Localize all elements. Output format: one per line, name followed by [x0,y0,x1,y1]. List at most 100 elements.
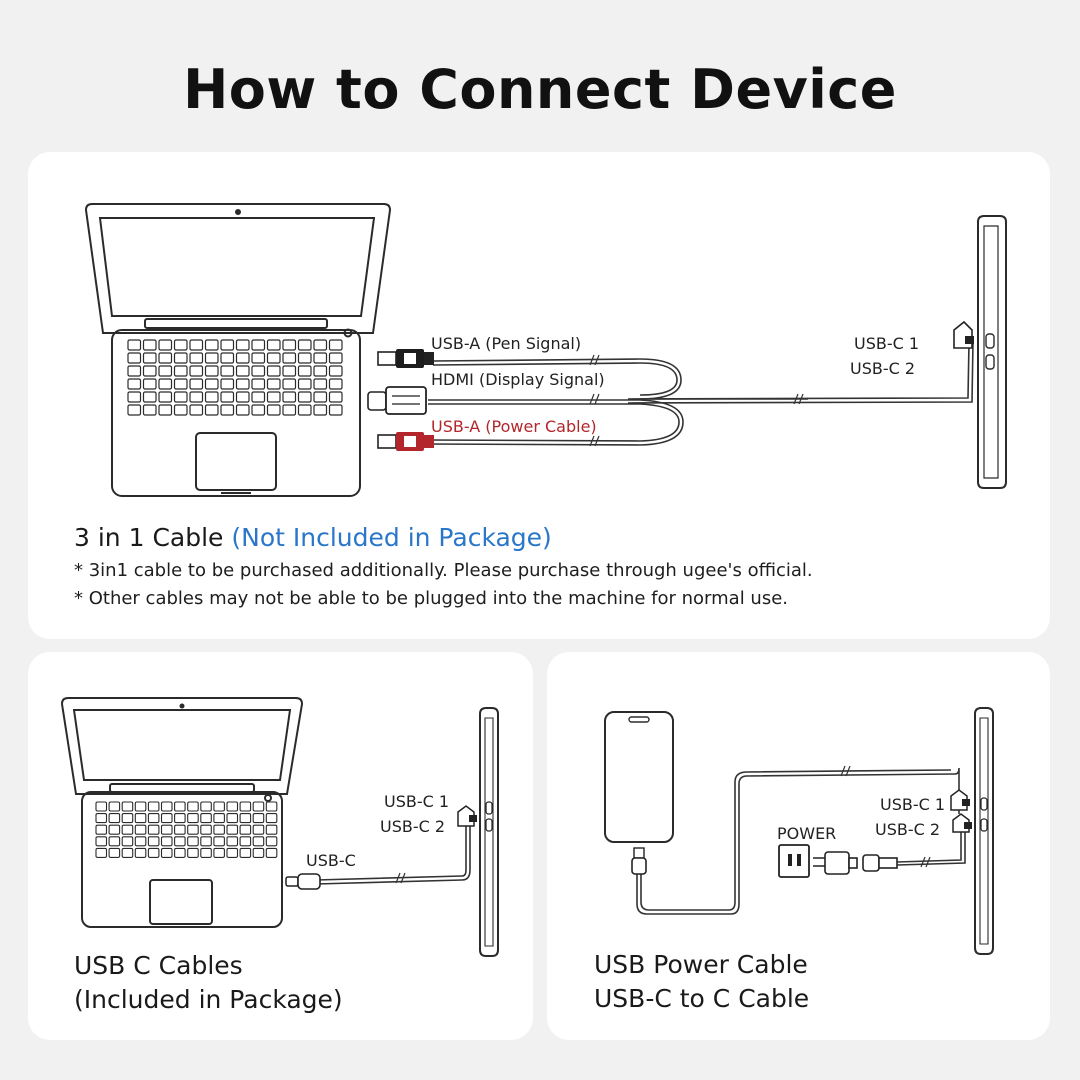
usb-c-caption-line-2: (Included in Package) [74,985,343,1014]
keyboard-key [226,813,239,824]
keyboard-key [121,801,134,812]
keyboard-key [160,813,173,824]
power-adapter-icon [813,851,898,875]
laptop-illustration-small [60,697,304,928]
keyboard-key [266,404,281,416]
keyboard-key [173,365,188,377]
keyboard-key [204,391,219,403]
usb-c-plugs-angled [950,789,972,833]
keyboard-key [251,339,266,351]
keyboard-key [213,801,225,812]
keyboard-key [108,847,121,858]
keyboard-key [189,365,204,377]
keyboard-key [313,404,328,416]
usb-c-to-c-cable [636,765,960,915]
usb-c-plug-angled [457,805,477,827]
keyboard-key [158,339,173,351]
keyboard-key [147,813,160,824]
usb-c-caption-line-1: USB C Cables [74,951,243,980]
keyboard-key [158,365,173,377]
keyboard-key [313,365,328,377]
usb-c-plug-phone [631,847,647,875]
keyboard-key [127,404,142,416]
keyboard-key [220,339,235,351]
keyboard-key [127,365,142,377]
keyboard-key [134,824,147,835]
keyboard-key [189,339,204,351]
keyboard-key [173,391,188,403]
usb-power-panel: USB-C 1 USB-C 2 POWER USB Power Cable US… [547,652,1050,1040]
power-caption-line-2: USB-C to C Cable [594,984,810,1013]
keyboard-key [173,339,188,351]
keyboard-key [127,391,142,403]
keyboard-key [121,824,134,835]
keyboard-key [265,813,278,824]
keyboard-key [158,391,173,403]
keyboard-key [252,824,265,835]
keyboard-key [174,847,186,858]
keyboard-key [313,391,328,403]
usb-c-plug-left [285,873,321,890]
keyboard-key [251,378,266,390]
keyboard-key [134,813,147,824]
keyboard-key [251,404,266,416]
keyboard-key [160,824,173,835]
keyboard-key [142,391,157,403]
keyboard-key [297,404,312,416]
keyboard-key [108,801,121,812]
keyboard-key [239,847,252,858]
keyboard-key [142,365,157,377]
keyboard-key [189,378,204,390]
keyboard-key [252,847,265,858]
keyboard-key [187,847,199,858]
keyboard-key [328,404,343,416]
keyboard-key [226,801,239,812]
keyboard-key [282,365,297,377]
keyboard-key [187,824,199,835]
keyboard-key [121,836,134,847]
keyboard-key [134,847,147,858]
keyboard-key [239,824,252,835]
keyboard-key [239,813,252,824]
usb-a-pen-connector [377,349,434,368]
keyboard-key [297,391,312,403]
keyboard-key [226,824,239,835]
tablet-side-view-small [479,707,499,957]
keyboard-key [134,801,147,812]
page-title: How to Connect Device [183,58,897,121]
keyboard-key [266,391,281,403]
keyboard-key [265,801,278,812]
keyboard-key [95,836,108,847]
keyboard-key [200,801,212,812]
keyboard-key [239,836,252,847]
keyboard-key [220,352,235,364]
keyboard-key [200,813,212,824]
tablet-side-view-small [974,707,994,955]
keyboard-key [174,836,186,847]
keyboard-key [189,352,204,364]
keyboard-key [213,824,225,835]
keyboard-key [200,847,212,858]
keyboard-key [213,813,225,824]
keyboard-key [328,352,343,364]
keyboard-key [204,404,219,416]
keyboard-key [265,847,278,858]
keyboard-key [313,352,328,364]
keyboard-key [187,801,199,812]
label-usb-c1: USB-C 1 [854,334,919,353]
keyboard-key [252,801,265,812]
keyboard-key [200,824,212,835]
keyboard-key [297,352,312,364]
usb-a-power-connector [377,432,434,451]
label-usb-a-pen: USB-A (Pen Signal) [431,334,581,353]
keyboard-small [95,801,278,858]
keyboard-key [282,352,297,364]
keyboard-key [121,813,134,824]
keyboard-key [328,339,343,351]
label-usb-a-power: USB-A (Power Cable) [431,417,597,436]
keyboard-key [328,391,343,403]
keyboard-key [204,378,219,390]
usb-power-cable [896,828,966,868]
keyboard-key [265,836,278,847]
caption-main: 3 in 1 Cable [74,523,232,552]
